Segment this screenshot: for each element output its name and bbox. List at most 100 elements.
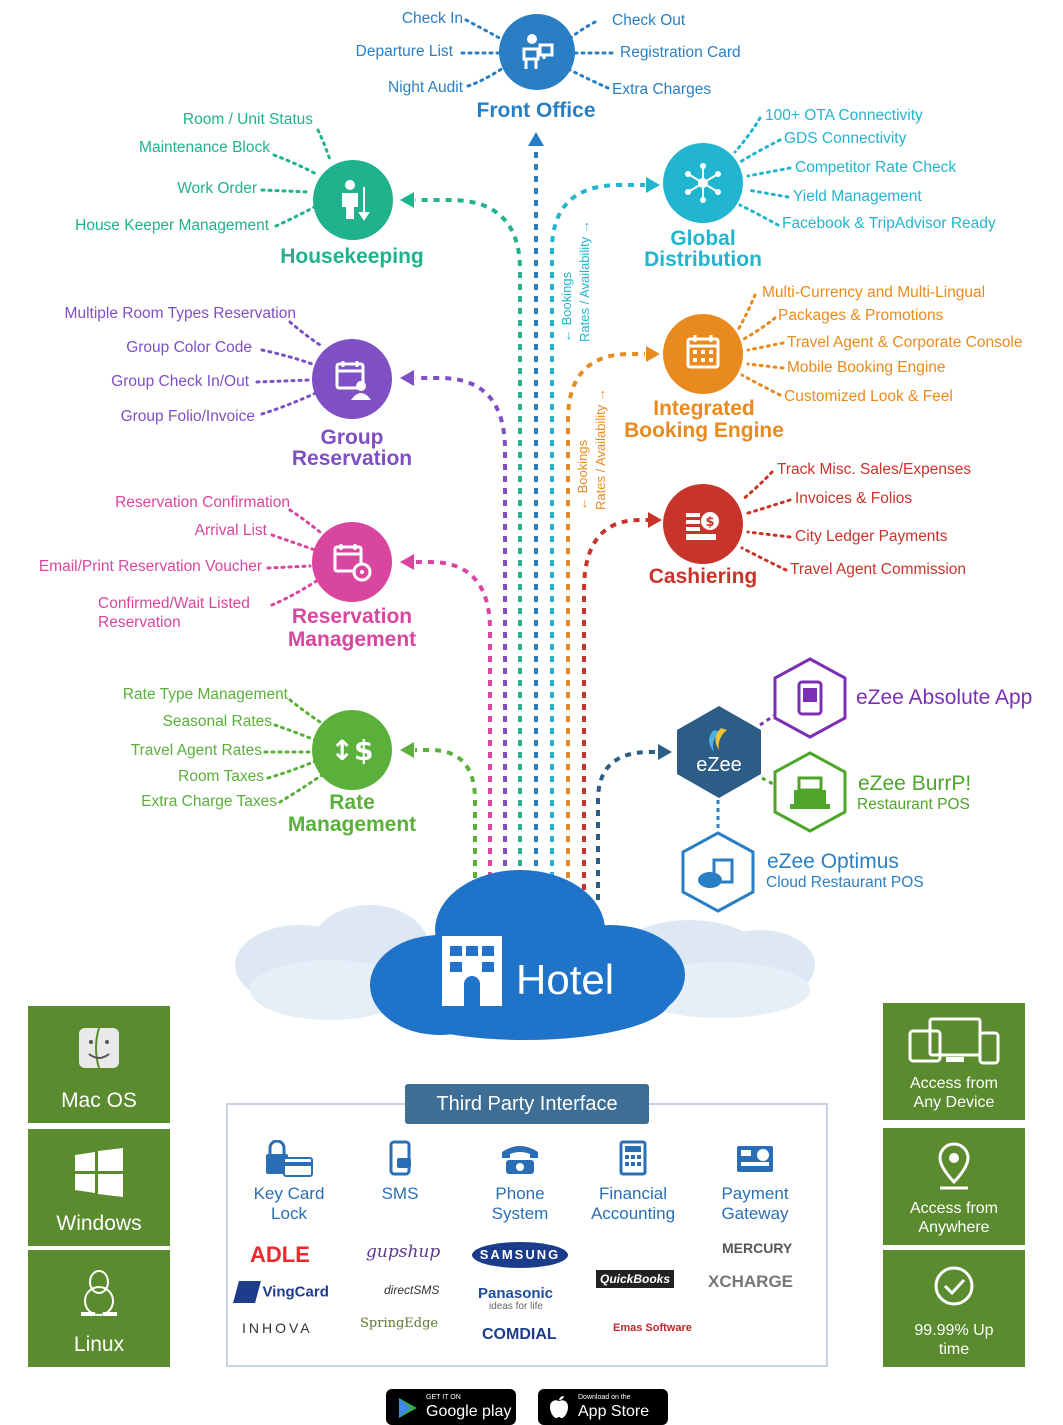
google-play-big: Google play (426, 1403, 512, 1420)
vingcard-mark-icon (233, 1281, 261, 1303)
brand-quickbooks: QuickBooks (596, 1270, 675, 1288)
tp-label: SMS (381, 1184, 419, 1203)
ezee-product-name[interactable]: eZee Optimus (767, 850, 899, 873)
fo-item: Registration Card (620, 44, 741, 61)
cashier-line (582, 518, 648, 890)
google-play-badge[interactable]: GET IT ON Google play (386, 1389, 516, 1425)
tp-label: Key Card (253, 1184, 325, 1203)
cash-item: Track Misc. Sales/Expenses (777, 461, 972, 478)
hk-item: House Keeper Management (75, 217, 269, 234)
rm-item: Reservation Confirmation (115, 494, 290, 511)
brand-directsms: directSMS (384, 1283, 440, 1297)
rate-item: Room Taxes (178, 768, 264, 785)
third-party-title: Third Party Interface (405, 1084, 649, 1124)
rate-item: Seasonal Rates (162, 713, 272, 730)
brand-mercury: MERCURY (722, 1240, 793, 1256)
platform-label: Mac OS (61, 1089, 137, 1112)
platform-label: Windows (56, 1212, 142, 1235)
be-item: Packages & Promotions (778, 307, 944, 324)
gd-item: Facebook & TripAdvisor Ready (782, 215, 996, 232)
rm-item: Email/Print Reservation Voucher (38, 558, 262, 575)
windows-icon (75, 1148, 123, 1197)
group-reservation-icon (312, 339, 392, 419)
platform-macos: Mac OS (28, 1006, 170, 1123)
brand-adle: ADLE (250, 1242, 310, 1267)
app-store-big: App Store (578, 1403, 650, 1420)
brand-comdial: COMDIAL (482, 1326, 557, 1343)
ezee-burrp-icon (773, 751, 847, 833)
access-label: 99.99% Up time (914, 1322, 994, 1358)
tp-sms: SMS (345, 1140, 455, 1204)
svg-text:↕$: ↕$ (331, 734, 374, 767)
housekeeping-line (415, 198, 522, 890)
be-item: Multi-Currency and Multi-Lingual (762, 284, 986, 301)
app-store-badge[interactable]: Download on the App Store (538, 1389, 668, 1425)
rate-title-1: Rate (329, 791, 375, 814)
ezee-line (596, 750, 658, 900)
ezee-hub-label: eZee (696, 754, 742, 776)
be-flow-rates: Rates / Availability → (593, 388, 608, 510)
brand-gupshup: gupshup (366, 1242, 441, 1262)
group-line (415, 376, 507, 890)
hk-item: Room / Unit Status (182, 111, 313, 128)
location-pin-icon (938, 1142, 970, 1190)
be-item: Travel Agent & Corporate Console (787, 334, 1023, 351)
distribution-title-2: Distribution (644, 248, 762, 271)
brand-springedge: SpringEdge (360, 1316, 439, 1331)
access-label: Access from Any Device (909, 1075, 998, 1111)
brand-panasonic-tag: ideas for life (489, 1301, 543, 1312)
cashiering-title: Cashiering (648, 565, 758, 588)
booking-title-1: Integrated (653, 397, 755, 420)
cash-item: Travel Agent Commission (790, 561, 967, 578)
cash-item: Invoices & Folios (795, 490, 913, 507)
hk-item: Maintenance Block (139, 139, 270, 156)
platform-windows: Windows (28, 1129, 170, 1246)
sms-phone-icon (389, 1140, 411, 1176)
ezee-optimus-icon (681, 831, 755, 913)
tp-keycard: Key Card Lock (234, 1140, 344, 1224)
brand-vingcard: VingCard (233, 1281, 329, 1303)
access-any-device: Access from Any Device (883, 1003, 1025, 1120)
access-label: Access from Anywhere (909, 1200, 998, 1236)
cash-item: City Ledger Payments (795, 528, 948, 545)
tp-label: System (491, 1204, 549, 1223)
group-title-1: Group (320, 426, 384, 449)
fo-item: Check In (401, 10, 463, 27)
reservation-title-1: Reservation (291, 605, 413, 628)
tp-label: Payment (721, 1184, 789, 1203)
rate-title-2: Management (287, 813, 417, 836)
tp-label: Financial (598, 1184, 668, 1203)
housekeeping-icon (313, 160, 393, 240)
distribution-title-1: Global (670, 227, 736, 250)
be-flow-bookings: ← Bookings (575, 439, 590, 510)
telephone-icon (502, 1146, 538, 1174)
tp-accounting: Financial Accounting (578, 1140, 688, 1224)
vingcard-label: VingCard (262, 1283, 329, 1301)
reservation-title-2: Management (287, 628, 417, 651)
google-play-icon (399, 1398, 417, 1418)
rate-management-icon: ↕$ (312, 710, 392, 790)
tp-label: Lock (271, 1204, 307, 1223)
group-title-2: Reservation (291, 447, 413, 470)
gr-item: Group Check In/Out (111, 373, 249, 390)
devices-icon (908, 1017, 1000, 1065)
payment-card-icon (737, 1146, 773, 1172)
apple-icon (550, 1396, 568, 1418)
app-store-small: Download on the (578, 1394, 631, 1401)
fo-item: Departure List (355, 43, 453, 60)
be-item: Mobile Booking Engine (787, 359, 946, 376)
gd-item: GDS Connectivity (784, 130, 907, 147)
rm-item: Reservation (98, 614, 181, 631)
mac-finder-icon (79, 1027, 119, 1069)
cashiering-icon: $ (663, 484, 743, 564)
ezee-product-name[interactable]: eZee BurrP! (858, 772, 972, 795)
brand-emas: Emas Software (613, 1322, 692, 1334)
gr-item: Group Color Code (126, 339, 252, 356)
rate-item: Rate Type Management (122, 686, 288, 703)
gd-item: Yield Management (793, 188, 922, 205)
tp-label: Accounting (590, 1204, 676, 1223)
uptime: 99.99% Up time (883, 1250, 1025, 1367)
gd-item: 100+ OTA Connectivity (765, 107, 923, 124)
hotel-building-icon (442, 936, 502, 1006)
ezee-product-name[interactable]: eZee Absolute App (856, 686, 1033, 709)
